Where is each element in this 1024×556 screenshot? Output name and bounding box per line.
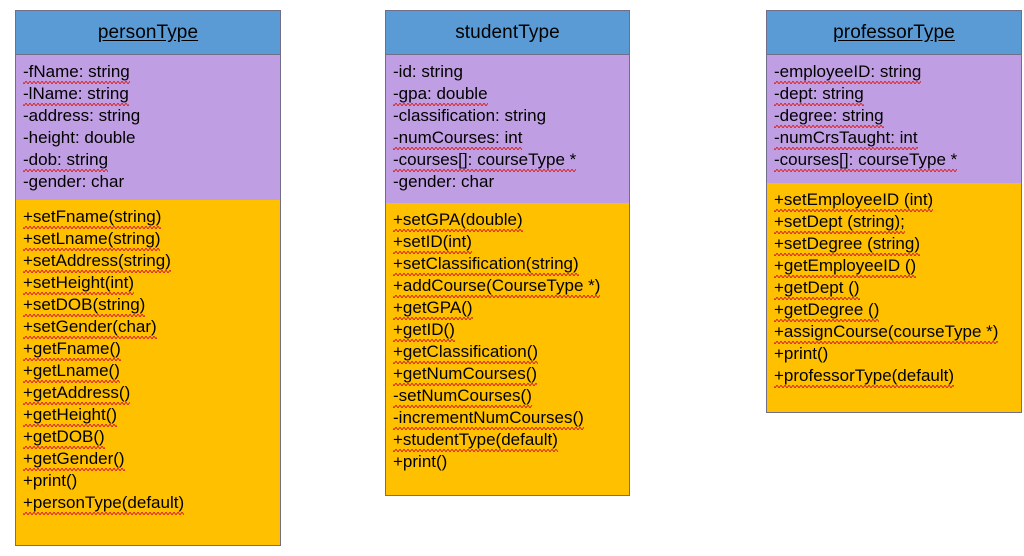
method-row: +getAddress() [23, 383, 131, 405]
class-header-student-type: studentType [386, 11, 629, 55]
class-attributes-person-type: -fName: string -lName: string -address: … [16, 55, 280, 200]
method-row: +getDegree () [774, 300, 880, 322]
method-row: +getFname() [23, 339, 121, 361]
method-row: +setDept (string); [774, 212, 905, 234]
attribute-row: -dept: string [774, 84, 864, 106]
method-row: +getID() [393, 320, 455, 342]
method-row: +setGender(char) [23, 317, 157, 339]
attribute-row: -gender: char [23, 172, 125, 191]
class-attributes-professor-type: -employeeID: string -dept: string -degre… [767, 55, 1021, 183]
method-row: +getDOB() [23, 427, 105, 449]
method-row: +getEmployeeID () [774, 256, 917, 278]
method-row: +setDegree (string) [774, 234, 920, 256]
method-row: +print() [23, 471, 78, 490]
uml-class-box-person-type[interactable]: personType -fName: string -lName: string… [15, 10, 281, 546]
class-header-person-type: personType [16, 11, 280, 55]
method-row: +setHeight(int) [23, 273, 135, 295]
method-row: +getDept () [774, 278, 860, 300]
method-row: +studentType(default) [393, 430, 558, 452]
attribute-row: -classification: string [393, 106, 547, 125]
attribute-row: -address: string [23, 106, 141, 125]
attribute-row: -height: double [23, 128, 136, 147]
attribute-row: -employeeID: string [774, 62, 922, 84]
uml-class-box-student-type[interactable]: studentType -id: string -gpa: double -cl… [385, 10, 630, 496]
method-row: +getNumCourses() [393, 364, 538, 386]
method-row: -incrementNumCourses() [393, 408, 584, 430]
attribute-row: -numCrsTaught: int [774, 128, 918, 150]
attribute-row: -courses[]: courseType * [393, 150, 577, 172]
class-title-professor-type: professorType [833, 21, 955, 43]
attribute-row: -courses[]: courseType * [774, 150, 958, 172]
method-row: +getLname() [23, 361, 120, 383]
class-header-professor-type: professorType [767, 11, 1021, 55]
attribute-row: -id: string [393, 62, 463, 81]
method-row: +addCourse(CourseType *) [393, 276, 601, 298]
method-row: +assignCourse(courseType *) [774, 322, 999, 344]
class-attributes-student-type: -id: string -gpa: double -classification… [386, 55, 629, 203]
method-row: +setDOB(string) [23, 295, 146, 317]
class-methods-person-type: +setFname(string) +setLname(string) +set… [16, 200, 280, 545]
attribute-row: -gender: char [393, 172, 495, 191]
method-row: +getHeight() [23, 405, 118, 427]
method-row: +setEmployeeID (int) [774, 190, 934, 212]
attribute-row: -degree: string [774, 106, 884, 128]
method-row: +setLname(string) [23, 229, 161, 251]
method-row: -setNumCourses() [393, 386, 532, 408]
method-row: +print() [774, 344, 829, 363]
attribute-row: -gpa: double [393, 84, 488, 106]
method-row: +getGPA() [393, 298, 473, 320]
method-row: +setID(int) [393, 232, 472, 254]
uml-class-box-professor-type[interactable]: professorType -employeeID: string -dept:… [766, 10, 1022, 413]
method-row: +getGender() [23, 449, 125, 471]
method-row: +setClassification(string) [393, 254, 579, 276]
method-row: +setFname(string) [23, 207, 162, 229]
method-row: +print() [393, 452, 448, 471]
method-row: +setAddress(string) [23, 251, 171, 273]
attribute-row: -fName: string [23, 62, 130, 84]
method-row: +personType(default) [23, 493, 185, 515]
attribute-row: -dob: string [23, 150, 109, 172]
attribute-row: -numCourses: int [393, 128, 523, 150]
method-row: +professorType(default) [774, 366, 955, 388]
class-methods-professor-type: +setEmployeeID (int) +setDept (string); … [767, 183, 1021, 412]
class-title-student-type: studentType [455, 21, 560, 43]
attribute-row: -lName: string [23, 84, 129, 106]
class-methods-student-type: +setGPA(double) +setID(int) +setClassifi… [386, 203, 629, 495]
method-row: +setGPA(double) [393, 210, 523, 232]
class-title-person-type: personType [97, 21, 199, 43]
method-row: +getClassification() [393, 342, 539, 364]
